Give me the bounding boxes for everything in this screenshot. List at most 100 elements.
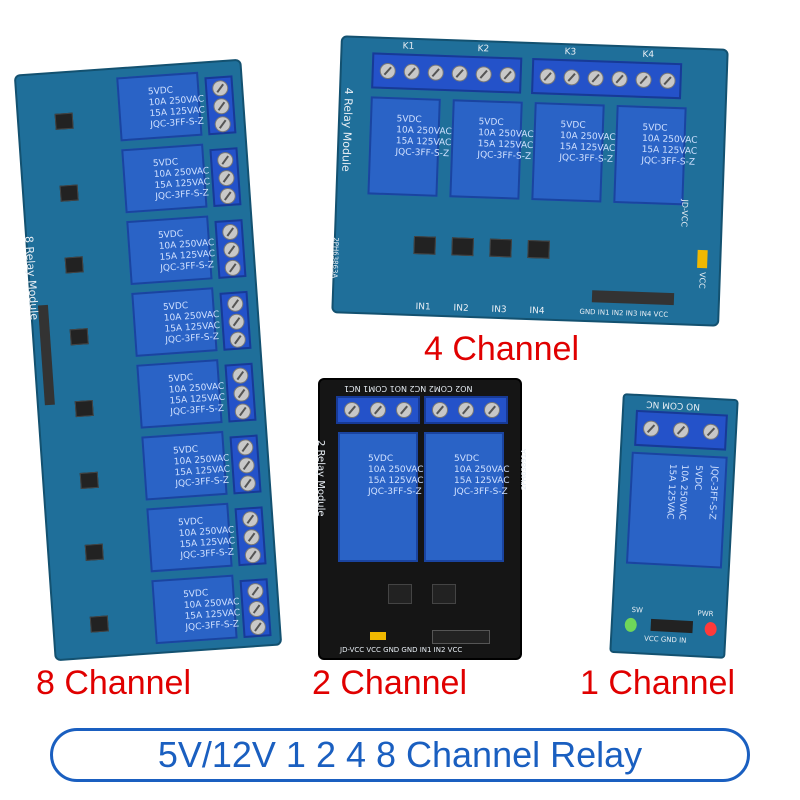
relay-8ch-4-relay-line1: 5VDC (162, 300, 189, 313)
relay-2ch-1-relay-line2: 10A 250VAC (368, 464, 424, 475)
in2-label: IN2 (453, 303, 469, 314)
relay-4ch-1-relay-line2: 10A 250VAC (396, 124, 452, 137)
module-label-2: 2 Relay Module (315, 440, 326, 517)
pcb-code-4: 2PH63863A (330, 237, 340, 279)
relay-spec-3: 15A 125VAC (664, 463, 678, 520)
pwr-label-1: PWR (697, 609, 714, 619)
optocoupler-8ch-2 (59, 184, 79, 202)
optocoupler-8ch-8 (89, 615, 109, 633)
relay-spec-1: 5VDC (691, 464, 704, 491)
sw-label-1: SW (631, 605, 644, 615)
caption-8-channel: 8 Channel (36, 664, 192, 702)
relay-8ch-2-relay-line1: 5VDC (152, 157, 179, 169)
vcc-label-4: VCC (697, 271, 707, 289)
banner: 5V/12V 1 2 4 8 Channel Relay (50, 728, 750, 782)
k4-label: K4 (642, 49, 655, 61)
relay-4ch-1-relay-line3: 15A 125VAC (395, 135, 452, 148)
relay-8ch-3-relay-line1: 5VDC (157, 228, 184, 241)
relay-4ch-4-relay-line3: 15A 125VAC (641, 144, 698, 157)
relay-8ch-8-relay-line1: 5VDC (182, 587, 209, 600)
header-label-2-top: NO2 COM2 NC2 NO1 COM1 NC1 (344, 384, 473, 393)
relay-4ch-4-relay-line1: 5VDC (642, 122, 668, 134)
pin-header-1 (650, 618, 694, 634)
relay-4ch-3-relay-model: JQC-3FF-S-Z (559, 152, 614, 165)
relay-4ch-2-relay-line3: 15A 125VAC (477, 138, 534, 151)
pin-header-4 (591, 290, 675, 306)
in1-label: IN1 (415, 302, 431, 313)
pins-label-1: VCC GND IN (643, 634, 687, 645)
pin-header-8 (37, 304, 55, 406)
jdvcc-label-4: JD-VCC (679, 199, 690, 228)
screw-2ch-6 (484, 402, 500, 418)
relay-4ch-3-relay-line1: 5VDC (560, 119, 586, 131)
optocoupler-8ch-6 (79, 471, 99, 489)
pcb-code-2: 2PH63891A (520, 449, 528, 490)
relay-2ch-2-relay-line2: 10A 250VAC (454, 464, 510, 475)
relay-2ch-2-relay-model: JQC-3FF-S-Z (454, 486, 508, 497)
relay-8ch-1-relay-line1: 5VDC (147, 85, 174, 97)
relay-model-1: JQC-3FF-S-Z (706, 465, 720, 520)
screw-2ch-1 (344, 402, 360, 418)
in3-label: IN3 (491, 304, 507, 316)
relay-2ch-1-relay-model: JQC-3FF-S-Z (368, 486, 422, 497)
optocoupler-8ch-3 (64, 256, 84, 274)
caption-2-channel: 2 Channel (312, 664, 468, 702)
top-label-1: NO COM NC (646, 398, 701, 412)
optocoupler-4ch-3 (489, 238, 512, 258)
relay-8ch-6-relay-line1: 5VDC (172, 444, 199, 457)
relay-2ch-1-relay-line1: 5VDC (368, 453, 394, 464)
optocoupler-2ch-1 (388, 584, 412, 604)
module-label-4: 4 Relay Module (339, 87, 356, 173)
optocoupler-4ch-2 (451, 237, 474, 257)
optocoupler-4ch-4 (527, 239, 550, 259)
screw-2ch-5 (458, 402, 474, 418)
screw-2ch-2 (370, 402, 386, 418)
jumper-4 (697, 249, 708, 269)
relay-4ch-4-relay-model: JQC-3FF-S-Z (641, 155, 696, 168)
optocoupler-8ch-5 (74, 399, 94, 418)
caption-4-channel: 4 Channel (424, 330, 580, 368)
relay-4ch-2-relay-line2: 10A 250VAC (477, 127, 534, 140)
relay-1: 5VDC 10A 250VAC 15A 125VAC JQC-3FF-S-Z (625, 451, 728, 569)
k1-label: K1 (402, 41, 415, 52)
relay-4ch-1-relay-line1: 5VDC (396, 113, 422, 125)
caption-1-channel: 1 Channel (580, 664, 736, 702)
jumper-2 (370, 632, 386, 640)
optocoupler-8ch-1 (54, 112, 74, 130)
optocoupler-8ch-4 (69, 328, 89, 346)
pin-header-label-4: GND IN1 IN2 IN3 IN4 VCC (579, 307, 669, 319)
screw-2ch-3 (396, 402, 412, 418)
relay-2ch-1-relay-line3: 15A 125VAC (368, 475, 424, 486)
relay-2ch-2-relay-line3: 15A 125VAC (454, 475, 510, 486)
relay-4ch-4-relay-line2: 10A 250VAC (641, 133, 698, 146)
led-green-1 (624, 617, 638, 633)
relay-2ch-2-relay-line1: 5VDC (454, 453, 480, 464)
optocoupler-2ch-2 (432, 584, 456, 604)
optocoupler-8ch-7 (84, 543, 104, 561)
relay-4ch-2-relay-line1: 5VDC (478, 116, 504, 128)
k2-label: K2 (477, 44, 490, 55)
led-red-1 (704, 621, 718, 637)
banner-text: 5V/12V 1 2 4 8 Channel Relay (157, 734, 643, 775)
relay-4ch-3-relay-line2: 10A 250VAC (559, 130, 616, 143)
k3-label: K3 (564, 47, 577, 58)
relay-4ch-1-relay-model: JQC-3FF-S-Z (395, 146, 450, 159)
in4-label: IN4 (529, 306, 545, 317)
relay-8ch-7-relay-line1: 5VDC (177, 516, 204, 528)
